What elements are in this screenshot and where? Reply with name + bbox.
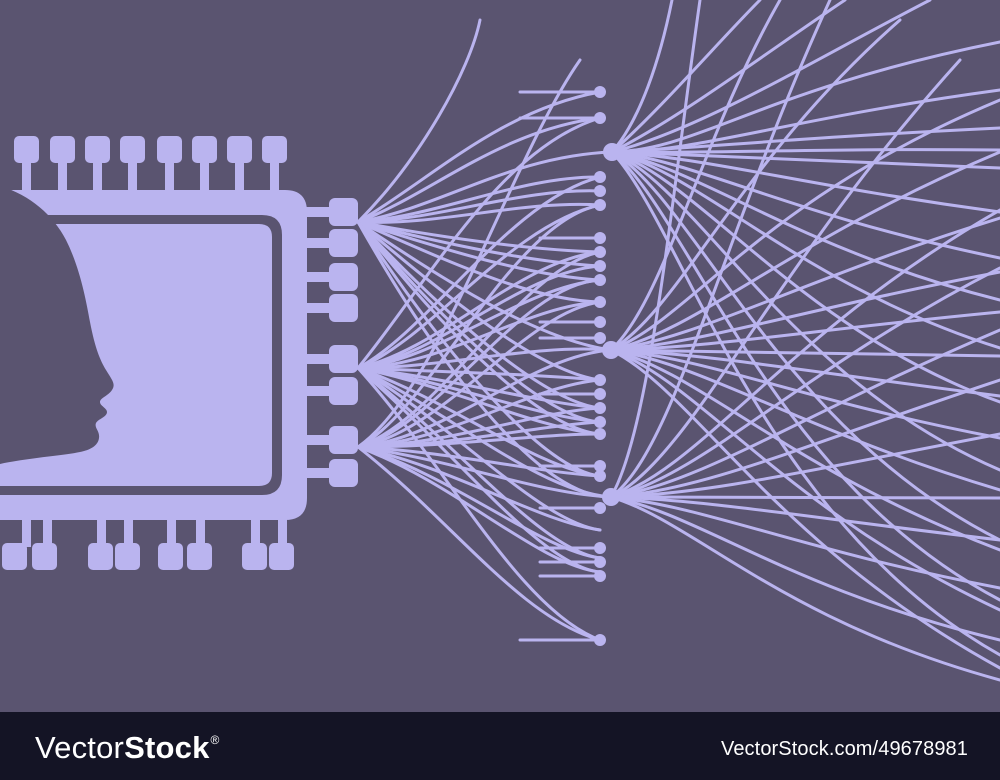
- input-fanout-curves-group: [356, 18, 614, 642]
- chip-pin-top: [120, 136, 145, 192]
- chip-pin-right: [296, 426, 358, 454]
- chip-pin-bottom: [115, 515, 140, 570]
- chip-pin-bottom: [158, 515, 183, 570]
- hub-nodes-group: [602, 143, 621, 506]
- chip-pin-right: [296, 345, 358, 373]
- endpoint-dot: [594, 416, 606, 428]
- chip-pin-bottom: [88, 515, 113, 570]
- endpoint-dot: [594, 296, 606, 308]
- endpoint-dot: [594, 199, 606, 211]
- human-head-profile: [0, 185, 114, 464]
- chip-pin-top: [227, 136, 252, 192]
- chip-pin-bottom: [32, 515, 57, 570]
- chip-pin-top: [262, 136, 287, 192]
- endpoint-dot: [594, 171, 606, 183]
- chip-bottom-pins: [2, 515, 294, 570]
- hub-node: [603, 143, 621, 161]
- endpoint-dot: [594, 260, 606, 272]
- chip-pin-bottom: [242, 515, 267, 570]
- microchip-group: [0, 136, 358, 570]
- chip-pin-right: [296, 198, 358, 226]
- output-rays-group: [609, 0, 1000, 682]
- endpoint-dot: [594, 428, 606, 440]
- vectorstock-url: VectorStock.com/49678981: [721, 738, 968, 760]
- chip-pin-right: [296, 229, 358, 257]
- chip-right-pins: [296, 198, 358, 487]
- chip-pin-top: [14, 136, 39, 192]
- endpoint-dot: [594, 246, 606, 258]
- chip-pin-top: [157, 136, 182, 192]
- chip-pin-right: [296, 294, 358, 322]
- logo-text-stock: Stock: [124, 730, 210, 765]
- chip-pin-top: [85, 136, 110, 192]
- hub-node: [602, 341, 620, 359]
- endpoint-dot: [594, 470, 606, 482]
- endpoint-dot: [594, 374, 606, 386]
- hub-node: [602, 488, 620, 506]
- chip-top-pins: [14, 136, 287, 192]
- endpoint-dot: [594, 185, 606, 197]
- chip-pin-bottom: [269, 515, 294, 570]
- chip-pin-top: [50, 136, 75, 192]
- endpoint-dot: [594, 402, 606, 414]
- chip-pin-bottom: [187, 515, 212, 570]
- endpoint-stubs-group: [518, 90, 602, 642]
- chip-pin-right: [296, 263, 358, 291]
- endpoint-dot: [594, 274, 606, 286]
- chip-pin-right: [296, 459, 358, 487]
- artwork-svg: [0, 0, 1000, 682]
- vector-artboard: [0, 0, 1000, 682]
- chip-pin-bottom: [2, 515, 31, 570]
- chip-pin-top: [192, 136, 217, 192]
- chip-pin-right: [296, 377, 358, 405]
- registered-trademark-icon: ®: [210, 733, 220, 747]
- logo-text-vector: Vector: [35, 730, 125, 765]
